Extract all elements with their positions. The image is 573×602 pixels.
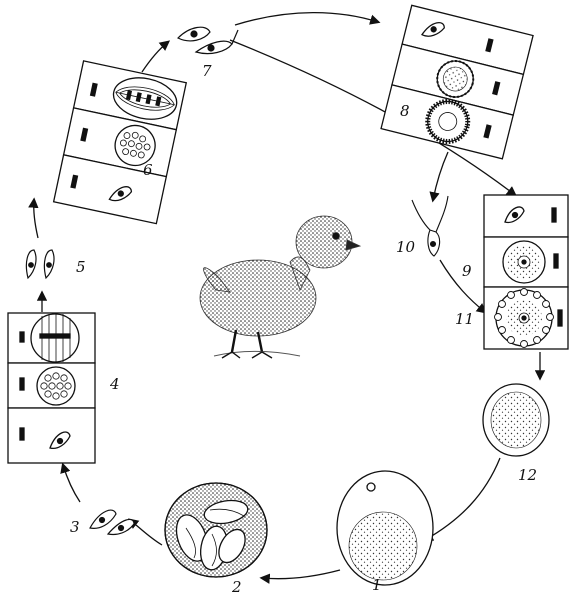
label-stage-5: 5 [76, 260, 86, 275]
label-stage-8: 8 [400, 104, 410, 119]
stage-12-oocyst [483, 384, 549, 456]
label-stage-7: 7 [202, 64, 212, 79]
arrow-5-to-6 [34, 200, 38, 238]
label-stage-4: 4 [110, 377, 120, 392]
stage-3-sporozoites [90, 510, 134, 534]
label-stage-3: 3 [70, 520, 80, 535]
arrow-6-to-7 [142, 42, 168, 72]
arrow-1-to-2 [262, 570, 340, 579]
label-stage-6: 6 [143, 163, 153, 178]
label-stage-9: 9 [462, 264, 472, 279]
arrow-2-to-3 [130, 520, 162, 545]
label-stage-10: 10 [396, 240, 415, 255]
chick-icon [200, 216, 360, 358]
label-stage-2: 2 [232, 580, 242, 595]
label-stage-1: 1 [372, 578, 382, 593]
stage-2-sporulated-oocyst [165, 483, 267, 577]
stage-4-cell-stack [8, 313, 95, 463]
arrow-7-to-8 [235, 13, 378, 25]
stage-7-sporozoites [178, 27, 238, 53]
arrow-8-to-10 [433, 152, 448, 200]
stage-8-cell-stack [381, 5, 533, 158]
stage-1-oocyst [337, 471, 433, 585]
label-stage-12: 12 [518, 468, 537, 483]
arrow-12-to-1 [425, 458, 500, 540]
stage-9-11-cell-stack [484, 195, 568, 349]
arrow-3-to-4 [63, 465, 80, 502]
stage-5-merozoites [26, 250, 54, 278]
label-stage-11: 11 [455, 312, 474, 327]
stage-6-cell-stack [54, 61, 187, 224]
stage-10-microgamete [412, 196, 448, 256]
